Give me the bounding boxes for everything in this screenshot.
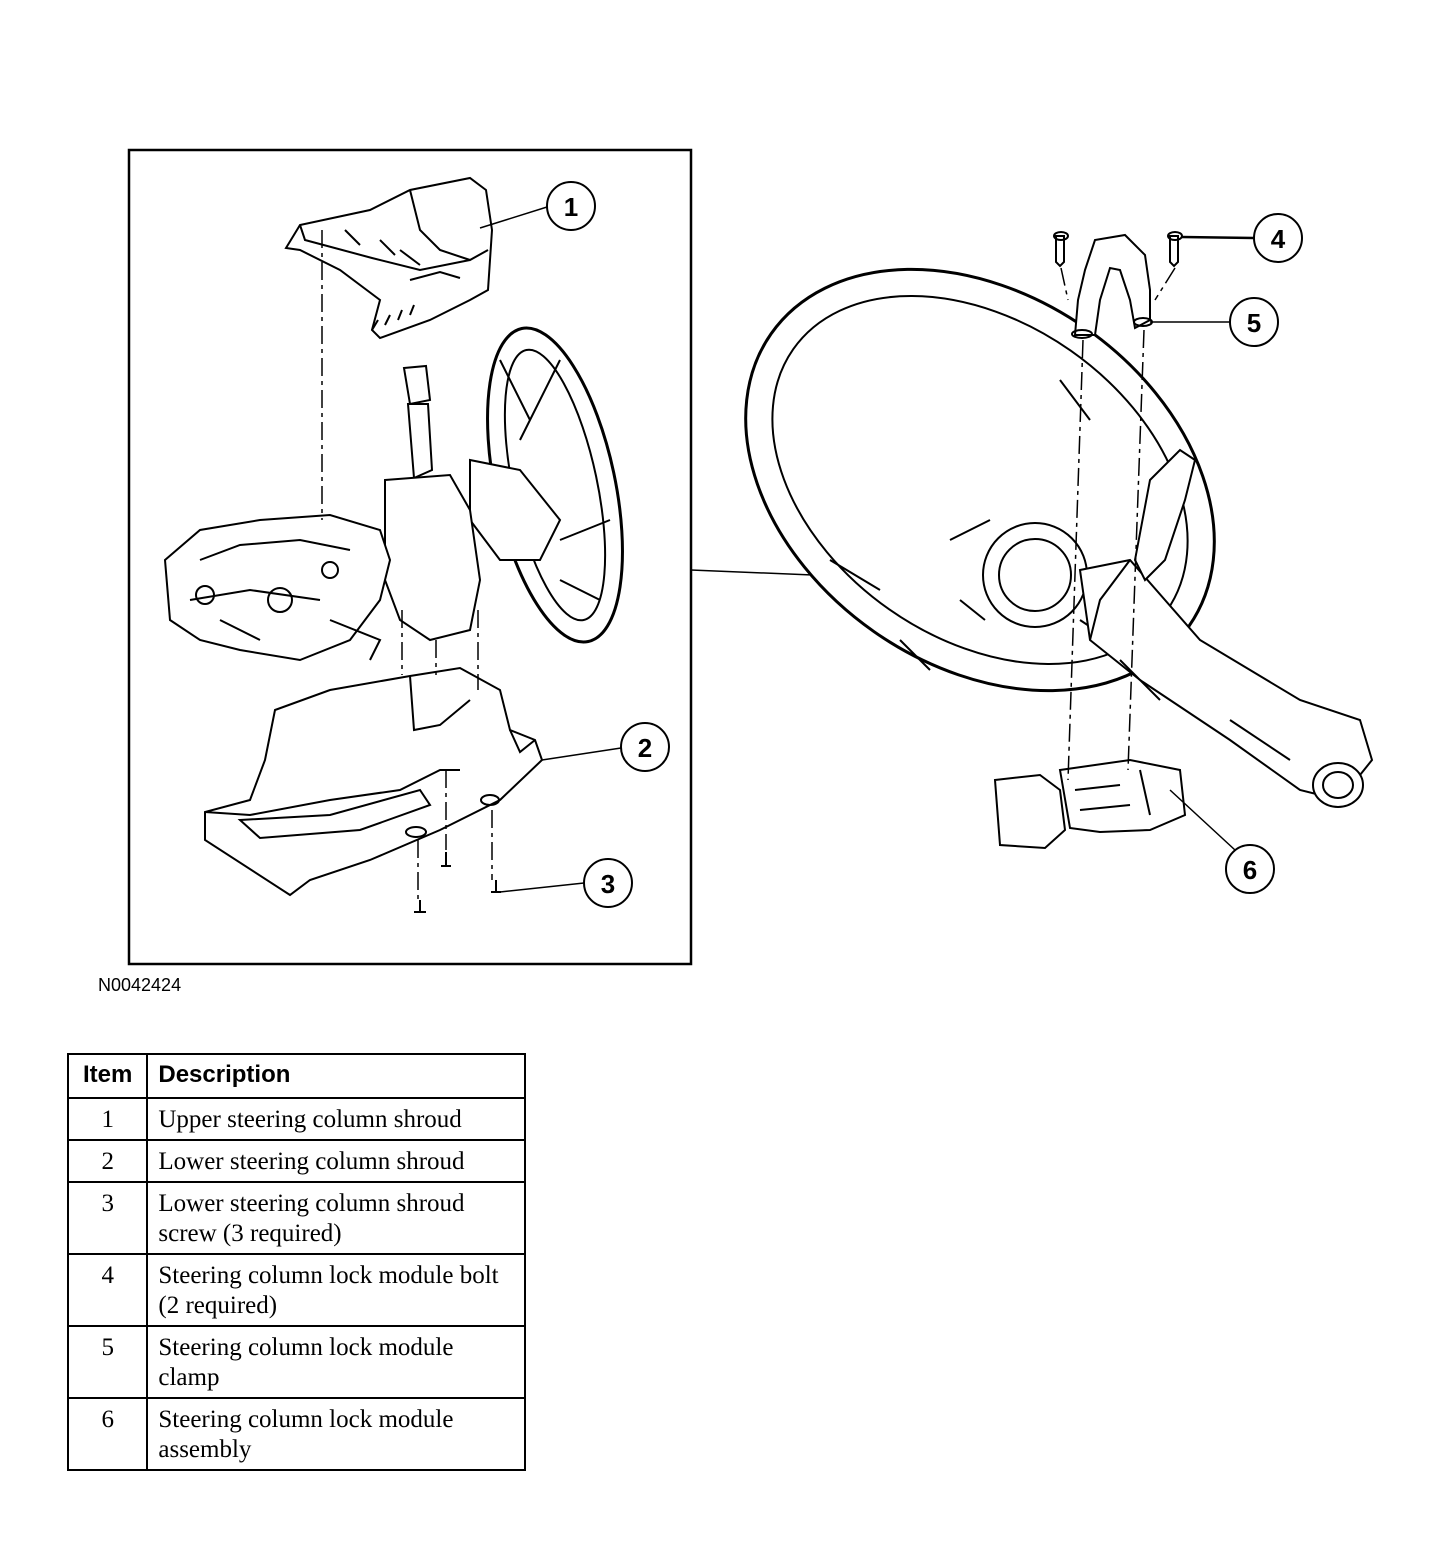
callout-3-label: 3 [601,869,615,899]
exploded-view-diagram: 1 2 3 4 5 6 [127,148,1374,966]
callout-1-circle [546,181,596,231]
table-row: 1 Upper steering column shroud [66,1097,526,1141]
callout-6-circle [1225,844,1275,894]
table-row: 5 Steering column lock module clamp [66,1325,526,1399]
callout-1-label: 1 [564,192,578,222]
callout-2-circle [620,722,670,772]
callout-5-label: 5 [1247,308,1261,338]
lock-module-bolts-drawing [1053,231,1183,268]
table-row: 6 Steering column lock module assembly [66,1397,526,1471]
callout-leaders [479,206,1255,893]
legend-item-number: 5 [66,1325,149,1399]
callout-4-label: 4 [1271,224,1286,254]
legend-item-description: Steering column lock module assembly [146,1397,526,1471]
legend-item-description: Lower steering column shroud screw (3 re… [146,1181,526,1255]
callout-5-circle [1229,297,1279,347]
legend-item-description: Steering column lock module clamp [146,1325,526,1399]
steering-column-drawing [1078,448,1374,808]
callout-3-circle [583,858,633,908]
legend-item-number: 1 [66,1097,149,1141]
callout-4-circle [1253,213,1303,263]
legend-header-item: Item [66,1053,149,1099]
lock-module-assembly-drawing [993,758,1187,850]
shroud-screws-drawing [414,852,501,913]
lower-shroud-drawing [204,666,544,897]
legend-item-number: 4 [66,1253,149,1327]
callout-2-label: 2 [638,733,652,763]
inset-alignment-lines [321,230,493,900]
figure-id: N0042424 [98,975,182,995]
legend-item-description: Lower steering column shroud [146,1139,526,1183]
legend-item-description: Upper steering column shroud [146,1097,526,1141]
table-row: 2 Lower steering column shroud [66,1139,526,1183]
legend-table: Item Description 1 Upper steering column… [66,1053,526,1471]
legend-header-description: Description [146,1053,526,1099]
steering-wheel-left-drawing [469,326,624,644]
lock-module-clamp-drawing [1071,233,1153,339]
column-assembly-left-drawing [163,364,482,662]
table-row: 4 Steering column lock module bolt (2 re… [66,1253,526,1327]
legend-item-number: 3 [66,1181,149,1255]
legend-header-row: Item Description [66,1053,526,1099]
right-alignment-lines [1060,267,1176,781]
table-row: 3 Lower steering column shroud screw (3 … [66,1181,526,1255]
inset-frame [127,148,693,966]
legend-item-number: 6 [66,1397,149,1471]
legend-item-number: 2 [66,1139,149,1183]
legend-item-description: Steering column lock module bolt (2 requ… [146,1253,526,1327]
upper-shroud-drawing [284,176,494,340]
callout-6-label: 6 [1243,855,1257,885]
